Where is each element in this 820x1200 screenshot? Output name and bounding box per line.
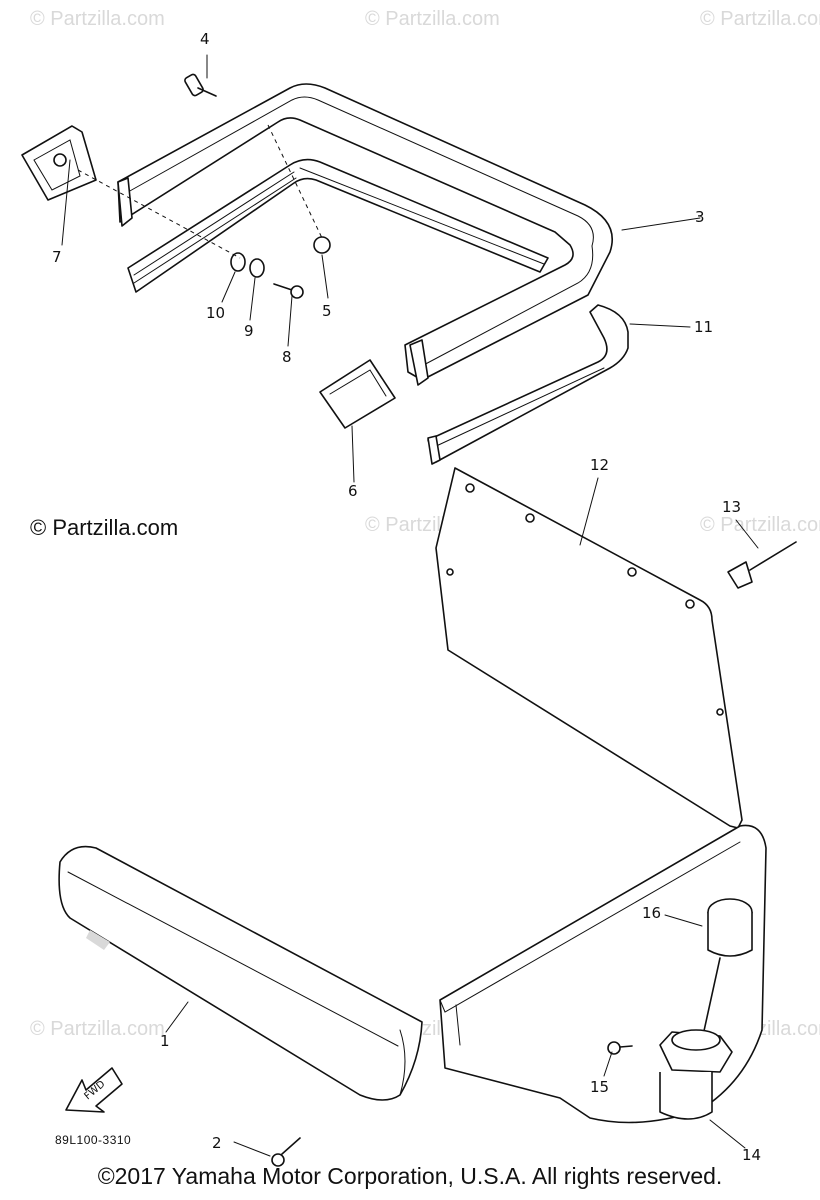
callout-9: 9 (244, 322, 254, 340)
pin-part (727, 541, 797, 589)
callout-11: 11 (694, 318, 713, 336)
bolt-part-2 (271, 1137, 301, 1167)
callout-2: 2 (212, 1134, 222, 1152)
washer-part-9 (249, 258, 265, 278)
callout-12: 12 (590, 456, 609, 474)
callout-16: 16 (642, 904, 661, 922)
tube-part (701, 898, 753, 1041)
assembly-line (77, 169, 241, 259)
rubber-rail-part (127, 158, 549, 293)
callout-1: 1 (160, 1032, 170, 1050)
panel-part (435, 467, 743, 829)
bumper-part (58, 845, 423, 1101)
footer-copyright: ©2017 Yamaha Motor Corporation, U.S.A. A… (97, 1163, 723, 1189)
diagram-code: 89L100-3310 (55, 1133, 132, 1147)
watermark: © Partzilla.com (700, 8, 820, 30)
callout-7: 7 (52, 248, 62, 266)
callout-3: 3 (695, 208, 705, 226)
cap-part (319, 359, 396, 429)
bolt-part-4 (184, 73, 217, 97)
callout-5: 5 (322, 302, 332, 320)
watermark: © Partzilla.com (700, 514, 820, 536)
seal-strip-part (427, 304, 629, 465)
screw-part-8 (273, 283, 304, 299)
callout-15: 15 (590, 1078, 609, 1096)
leader-lines (61, 54, 759, 1157)
callout-10: 10 (206, 304, 225, 322)
assembly-line (267, 124, 323, 239)
bolt-part-15 (607, 1041, 633, 1055)
nut-part (313, 236, 331, 254)
rail-frame-part (117, 83, 614, 386)
callout-8: 8 (282, 348, 292, 366)
callout-4: 4 (200, 30, 210, 48)
washer-part-10 (230, 252, 246, 272)
bracket-part (21, 125, 97, 201)
watermark: © Partzilla.com (30, 8, 165, 30)
fitting-part (659, 1029, 733, 1120)
watermark: © Partzilla.com (30, 1018, 165, 1040)
fwd-arrow-icon: FWD (65, 1067, 123, 1113)
copyright-mark: © Partzilla.com (30, 515, 179, 540)
watermark: © Partzilla.com (365, 8, 500, 30)
callout-6: 6 (348, 482, 358, 500)
callout-14: 14 (742, 1146, 761, 1164)
callout-13: 13 (722, 498, 741, 516)
